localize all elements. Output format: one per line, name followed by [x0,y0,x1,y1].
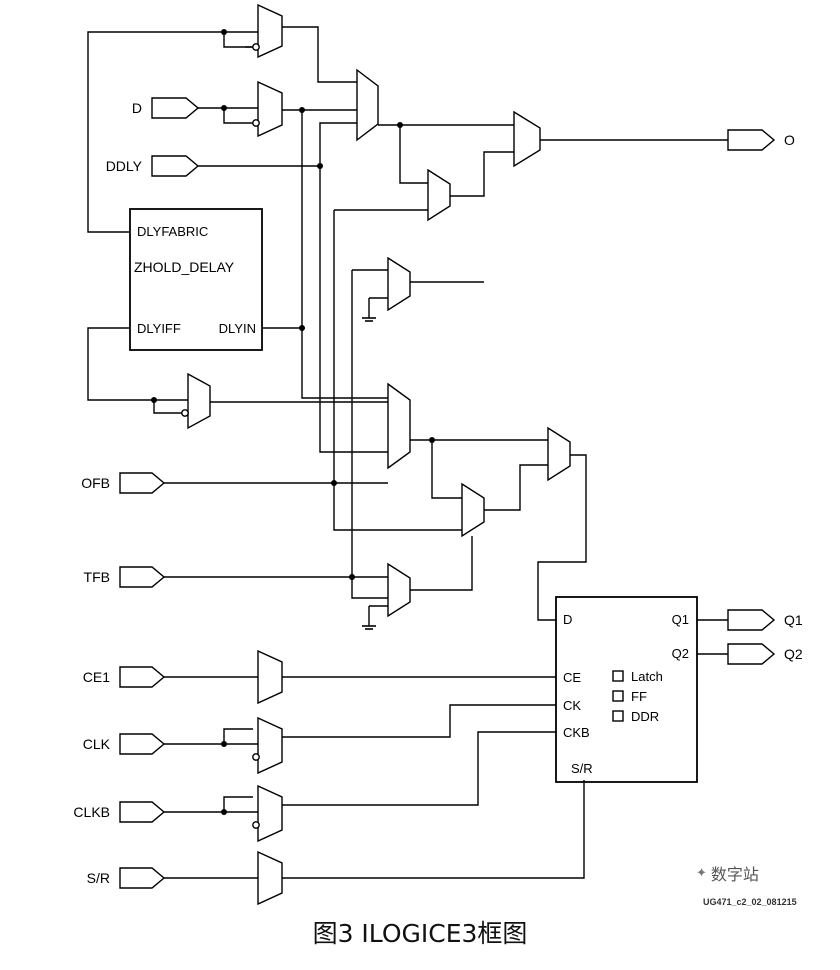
document-id: UG471_c2_02_081215 [703,897,797,907]
checkbox-latch [612,670,624,682]
mux-clk [257,716,283,775]
mux-dlyiff-select [187,372,211,430]
mux-grounded-lower [387,562,411,618]
port-ce1-flag [119,666,166,688]
buffer-sr [257,850,283,906]
pin-dlyiff-label: DLYIFF [137,321,181,336]
figure-caption: 图3 ILOGICE3框图 [312,919,528,948]
mux-ff-input [547,426,571,482]
mux-mid-upper [427,168,451,222]
pin-q2-label: Q2 [672,646,689,661]
pin-q1-label: Q1 [672,612,689,627]
pin-ce-label: CE [563,670,581,685]
port-o-flag [727,129,776,151]
watermark: ✦ 数字站 [696,861,759,885]
mux-output-o [513,110,541,168]
mux-d-select [257,80,283,138]
option-ddr-label: DDR [631,709,659,724]
wires [87,26,728,879]
mux-grounded-upper [387,256,411,312]
watermark-text: 数字站 [710,865,759,884]
port-tfb-label: TFB [84,569,110,585]
port-clkb-flag [119,801,166,823]
pin-dlyin-label: DLYIN [219,321,256,336]
zhold-block-title: ZHOLD_DELAY [134,259,235,275]
port-q2-label: Q2 [784,646,803,662]
port-q1-label: Q1 [784,612,803,628]
port-clk-label: CLK [83,736,111,752]
port-ddly-label: DDLY [106,158,143,174]
buffer-ce1 [257,649,283,705]
mux-dlyfabric-select [257,3,283,59]
pin-d-label: D [563,612,572,627]
mux-data-main [356,68,379,142]
port-d-flag [151,97,200,119]
option-ff-label: FF [631,689,647,704]
port-ce1-label: CE1 [83,669,110,685]
port-d-label: D [132,100,142,116]
junction-dots [151,29,435,815]
port-q2-flag [727,643,776,665]
checkbox-ddr [612,710,624,722]
wechat-icon: ✦ [696,865,707,881]
port-tfb-flag [119,566,166,588]
pin-dlyfabric-label: DLYFABRIC [137,224,208,239]
mux-mid-lower [461,482,485,538]
port-flags [119,97,776,889]
port-clk-flag [119,733,166,755]
port-sr-label: S/R [87,870,110,886]
port-q1-flag [727,609,776,631]
ground-symbols [362,317,376,630]
mux-elements [187,3,571,906]
port-ofb-flag [119,472,166,494]
storage-element-block [555,596,698,783]
pin-ckb-label: CKB [563,725,590,740]
pin-sr-label: S/R [571,761,593,776]
port-clkb-label: CLKB [73,804,110,820]
checkbox-ff [612,690,624,702]
inverter-bubbles [181,43,260,829]
mux-data-lower [387,382,411,470]
zhold-delay-block [129,208,263,351]
mux-clkb [257,784,283,843]
option-latch-label: Latch [631,669,663,684]
port-sr-flag [119,867,166,889]
port-ddly-flag [151,155,200,177]
port-o-label: O [784,132,795,148]
port-ofb-label: OFB [81,475,110,491]
pin-ck-label: CK [563,698,581,713]
